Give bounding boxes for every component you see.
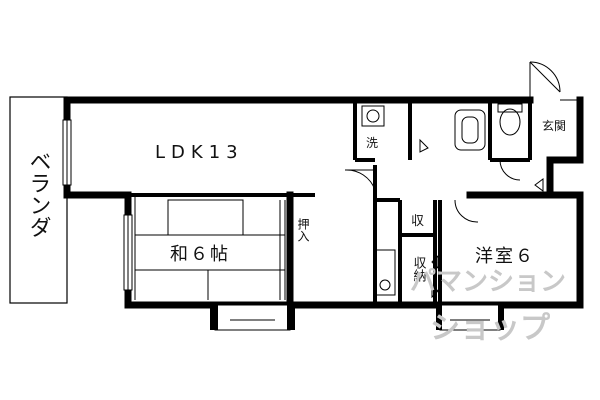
doors [344, 61, 580, 223]
outer-walls [63, 96, 584, 309]
label-laundry: 洗 [366, 136, 378, 150]
fixtures [361, 103, 544, 299]
tatami-lines [134, 195, 286, 300]
window-sill-right-2 [498, 305, 504, 330]
label-entrance: 玄関 [542, 118, 566, 133]
label-veranda: ベランダ [26, 150, 51, 238]
watermark-line1: パマンション [410, 267, 566, 297]
label-shuunou: 収納 [411, 256, 427, 283]
toilet [499, 108, 521, 136]
label-shuu: 収 [411, 214, 424, 229]
window-sill-left-2 [436, 305, 442, 330]
window-sill-left [210, 305, 218, 330]
watermark-line2: ショップ [430, 311, 551, 346]
label-washitsu: 和６帖 [170, 244, 230, 265]
window-sill-right [287, 305, 295, 330]
washing-machine [361, 105, 385, 127]
windows [62, 119, 501, 331]
sink [374, 249, 396, 296]
label-oshiire: 押入 [296, 218, 310, 242]
label-ldk: LDK13 [155, 142, 244, 163]
veranda-outline [9, 96, 68, 304]
bathtub [454, 109, 486, 151]
label-youshitsu: 洋室６ [475, 246, 535, 267]
